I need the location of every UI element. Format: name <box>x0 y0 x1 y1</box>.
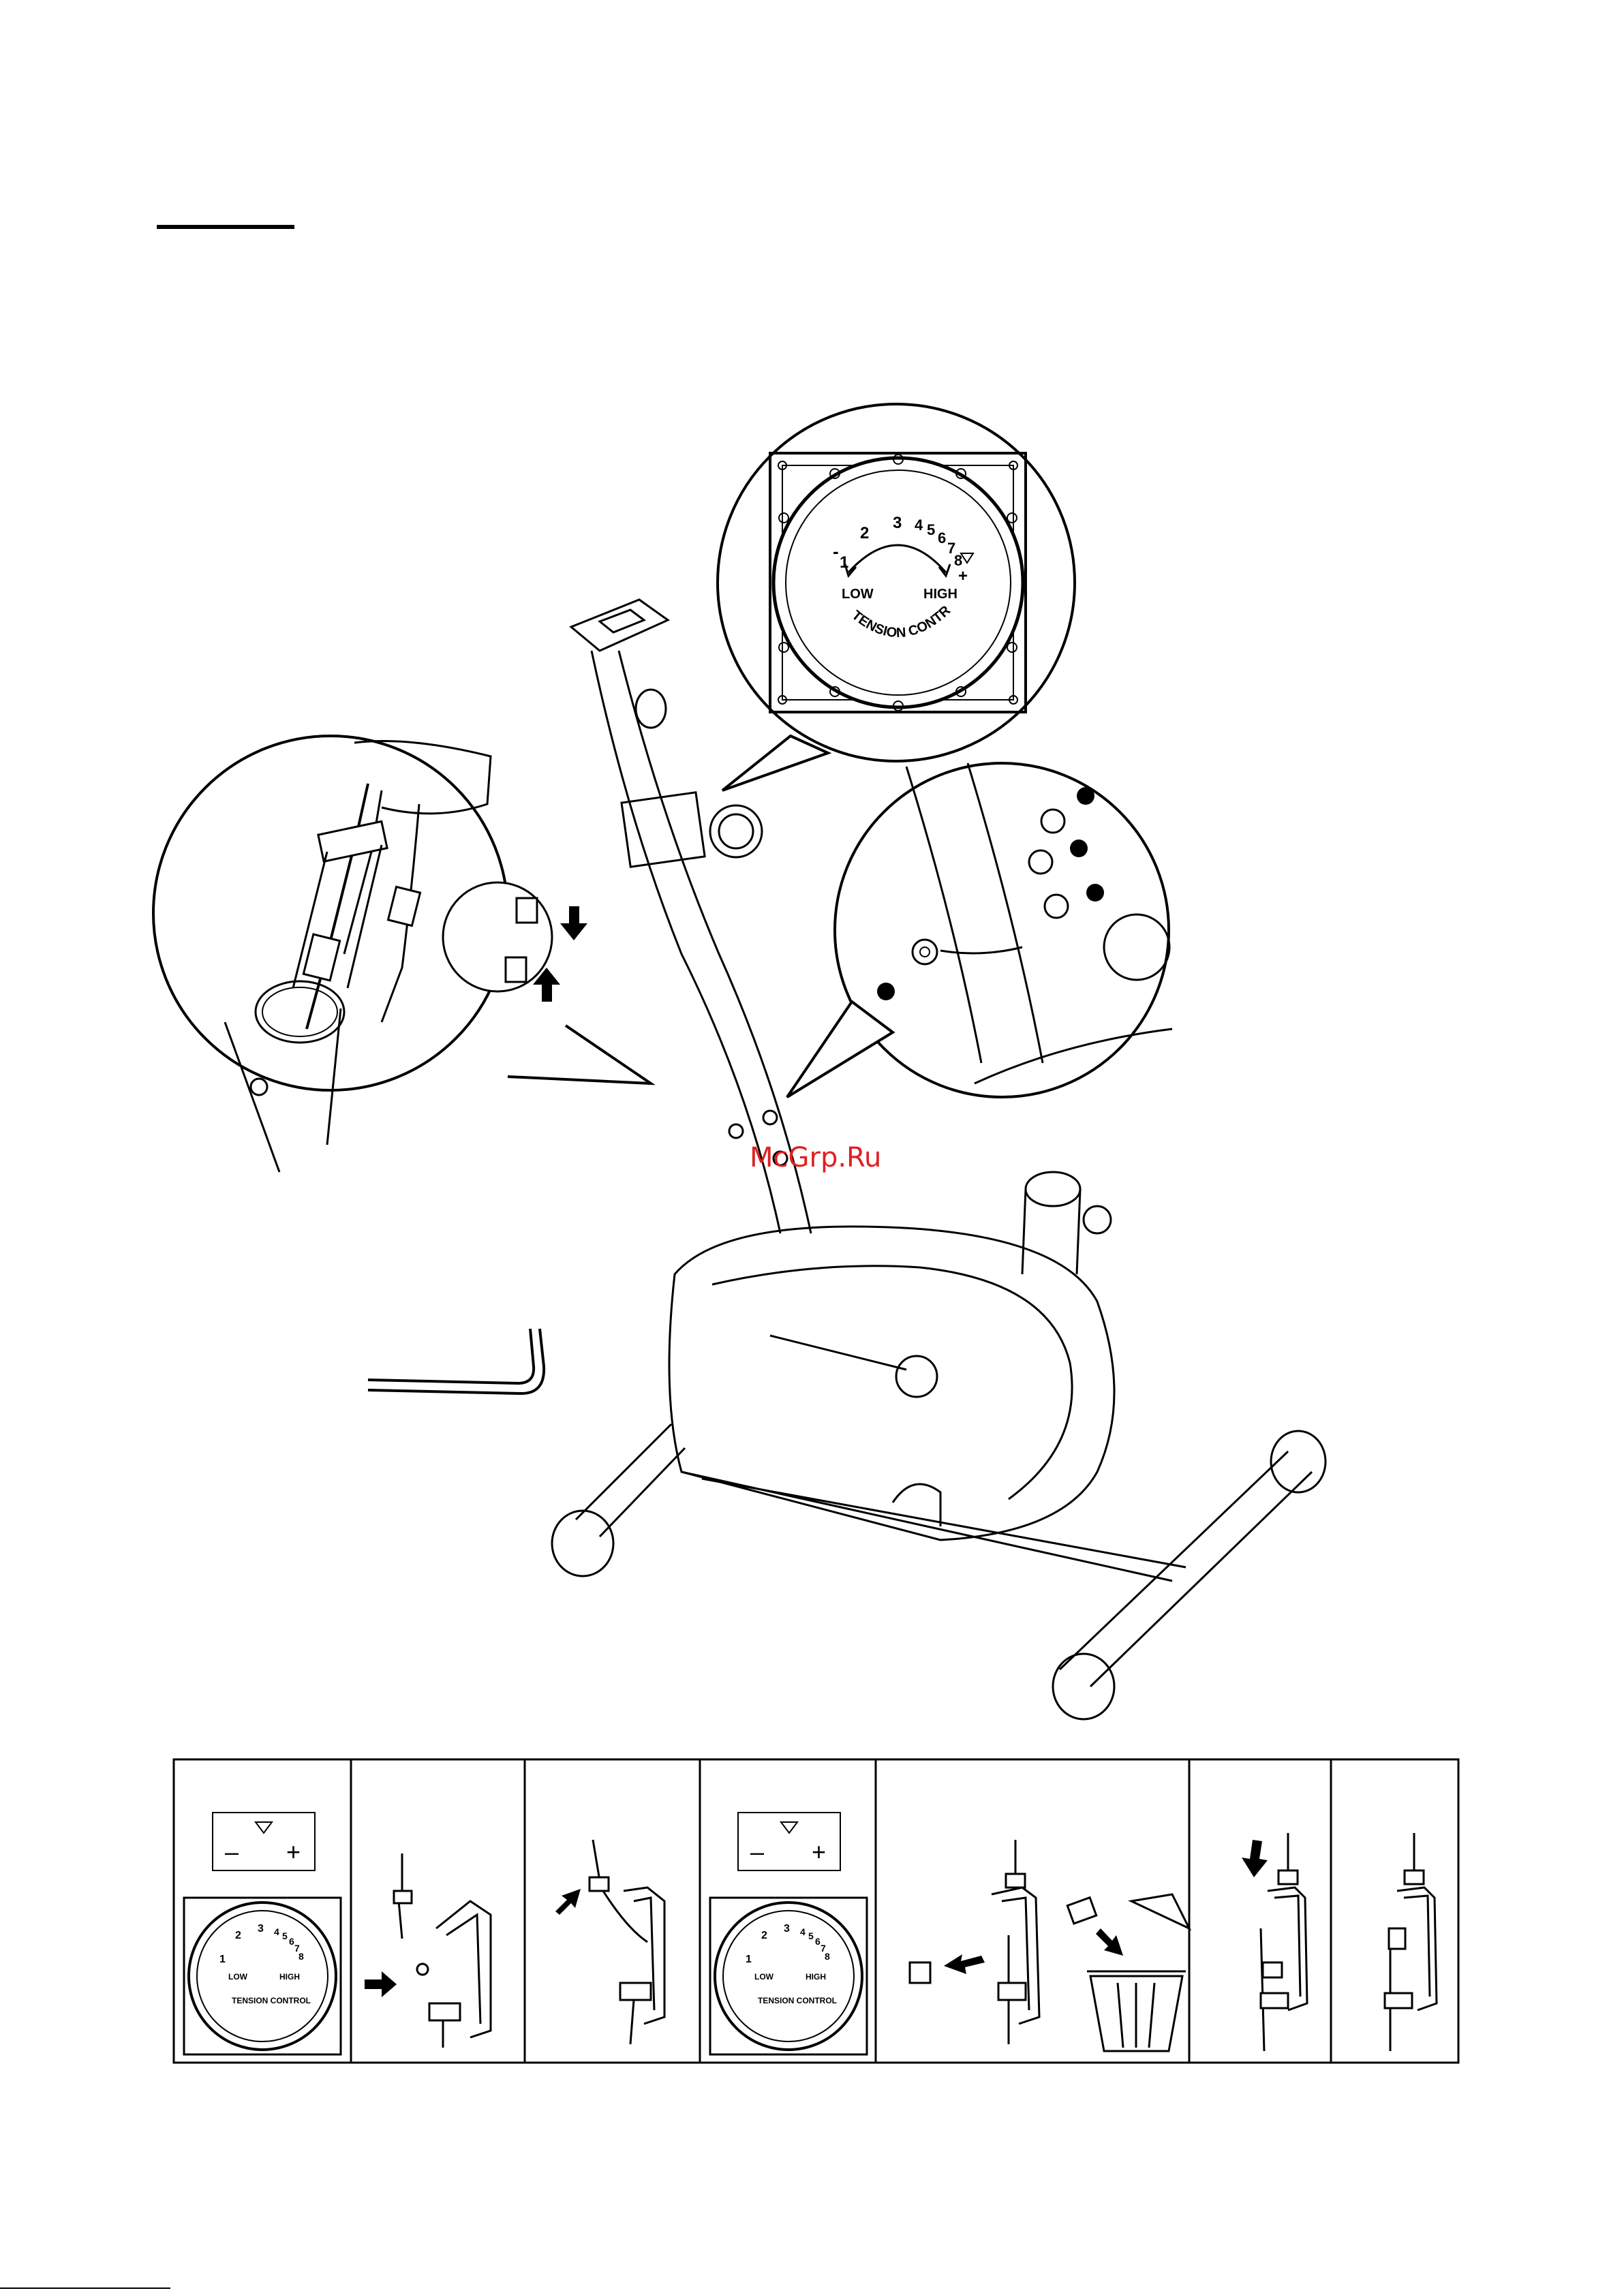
panel4-low: LOW <box>754 1972 774 1982</box>
panel4-plus: + <box>812 1838 826 1866</box>
panel4-number-3: 3 <box>784 1923 790 1935</box>
trash-can-icon <box>1087 1971 1186 2051</box>
arrow-right-icon <box>365 1971 397 1997</box>
dial-low-label: LOW <box>842 587 874 602</box>
panel4-number-4: 4 <box>800 1926 806 1937</box>
dial-number-4: 4 <box>915 517 923 534</box>
arrow-down-icon <box>1242 1840 1268 1877</box>
panel4-number-2: 2 <box>761 1930 767 1941</box>
triangle-marker-icon <box>781 1822 797 1833</box>
triangle-marker-icon <box>256 1822 272 1833</box>
panel4-number-5: 5 <box>808 1930 814 1941</box>
panel1-number-5: 5 <box>282 1930 288 1941</box>
panel4-high: HIGH <box>806 1972 826 1982</box>
panel4-number-1: 1 <box>746 1954 752 1965</box>
panel1-number-3: 3 <box>258 1923 264 1935</box>
tension-dial-callout: - 1 2 3 4 5 6 7 8 + LOW HIGH TENSION CON… <box>0 0 1075 790</box>
panel4-caption: TENSION CONTROL <box>758 1996 837 2005</box>
panel1-number-2: 2 <box>235 1930 241 1941</box>
dial-minus: - <box>833 541 839 561</box>
step-panel-4: – + 1 2 3 4 5 6 7 8 LOW HIGH TENSION CON… <box>710 1813 867 2054</box>
panel1-minus: – <box>225 1838 239 1866</box>
step-panel-6 <box>1242 1833 1307 2051</box>
dial-number-6: 6 <box>938 529 946 546</box>
cable-callout <box>153 736 651 1172</box>
panel1-caption: TENSION CONTROL <box>232 1996 311 2005</box>
panel4-number-8: 8 <box>825 1951 830 1962</box>
panel1-low: LOW <box>228 1972 248 1982</box>
dial-number-2: 2 <box>860 524 869 542</box>
step-strip <box>174 1759 1458 2063</box>
bolt-callout <box>787 763 1172 1097</box>
panel4-minus: – <box>750 1838 764 1866</box>
watermark: McGrp.Ru <box>750 1142 881 1173</box>
dial-number-3: 3 <box>893 514 902 532</box>
arrow-down-icon <box>560 906 587 940</box>
dial-number-5: 5 <box>927 521 935 538</box>
panel1-plus: + <box>286 1838 301 1866</box>
step-panel-2 <box>365 1853 491 2048</box>
allen-key-icon <box>368 1329 544 1393</box>
step-panel-5 <box>910 1840 1189 2051</box>
panel1-number-8: 8 <box>298 1951 304 1962</box>
panel1-high: HIGH <box>279 1972 300 1982</box>
dial-high-label: HIGH <box>923 587 957 602</box>
dial-plus: + <box>958 567 968 585</box>
arrow-up-icon <box>555 1889 581 1915</box>
step-panel-7 <box>1385 1833 1437 2051</box>
panel1-number-1: 1 <box>219 1954 226 1965</box>
panel1-number-6: 6 <box>289 1936 294 1947</box>
step-panel-1: – + 1 2 3 4 5 6 7 8 LOW HIGH TENSION CON… <box>184 1813 341 2054</box>
panel4-number-6: 6 <box>815 1936 821 1947</box>
step-panel-3 <box>555 1840 664 2044</box>
exercise-bike-drawing <box>552 600 1326 1719</box>
arrow-down-right-icon <box>1096 1928 1123 1956</box>
dial-number-1: 1 <box>840 553 848 572</box>
arrow-left-icon <box>944 1954 985 1974</box>
panel1-number-4: 4 <box>274 1926 279 1937</box>
